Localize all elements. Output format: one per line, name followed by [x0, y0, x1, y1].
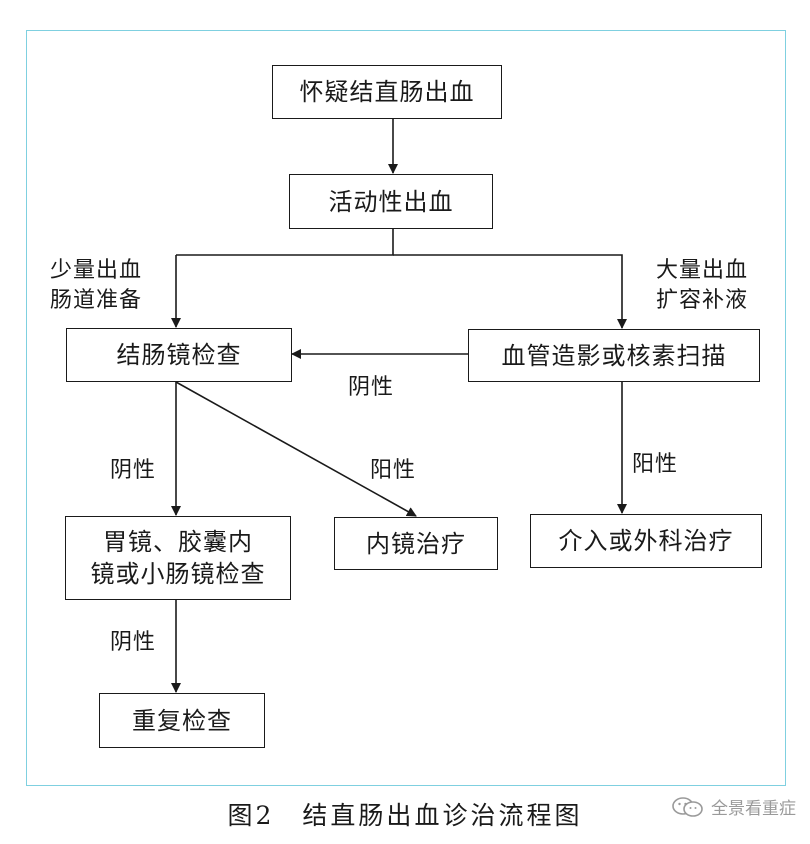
- label-negative-gastroscopy: 阴性: [110, 630, 157, 655]
- node-active-bleeding: 活动性出血: [289, 174, 493, 229]
- node-gastroscopy: 胃镜、胶囊内 镜或小肠镜检查: [65, 516, 291, 600]
- label-positive-angiography: 阳性: [632, 452, 679, 477]
- watermark-text: 全景看重症: [711, 799, 796, 819]
- branch-line: [176, 228, 394, 256]
- node-colonoscopy: 结肠镜检查: [66, 328, 292, 382]
- label-large-bleeding: 大量出血 扩容补液: [655, 258, 748, 313]
- arrow-colonoscopy-to-endo-treatment: [175, 381, 417, 517]
- label-negative-colonoscopy: 阴性: [110, 458, 157, 483]
- label-small-bleeding: 少量出血 肠道准备: [50, 258, 143, 313]
- node-intervention-surgery: 介入或外科治疗: [530, 514, 762, 568]
- watermark: 全景看重症: [671, 794, 796, 819]
- node-recheck: 重复检查: [99, 693, 265, 748]
- node-suspect-bleeding: 怀疑结直肠出血: [272, 65, 502, 119]
- arrow-to-angiography: [393, 254, 627, 329]
- figure-caption: 图2 结直肠出血诊治流程图: [227, 801, 583, 830]
- wechat-icon: [672, 796, 703, 817]
- node-endoscopic-treatment: 内镜治疗: [334, 517, 498, 570]
- node-angiography: 血管造影或核素扫描: [468, 329, 760, 382]
- label-negative-angiography: 阴性: [348, 375, 395, 400]
- label-positive-colonoscopy: 阳性: [370, 458, 417, 483]
- diagram-frame: [26, 30, 786, 786]
